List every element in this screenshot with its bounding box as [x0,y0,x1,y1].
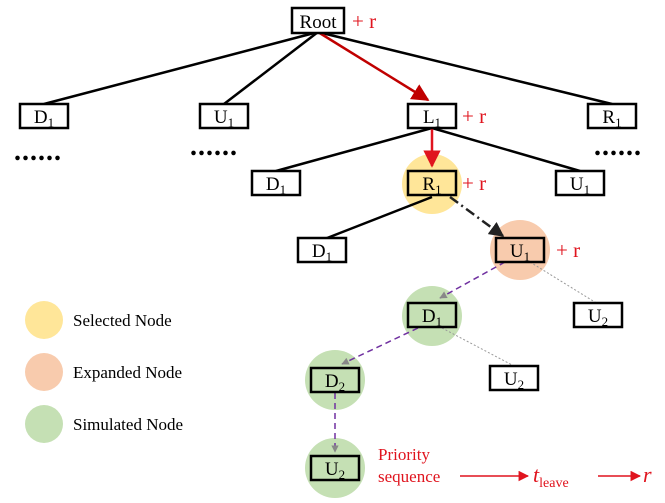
node-u2-level5: U2 [488,364,540,392]
legend-expanded-swatch [25,353,63,391]
svg-text:U1: U1 [570,174,590,197]
node-d1-top: D1 [18,102,70,130]
svg-text:U1: U1 [510,241,530,264]
node-r1-top: R1 [586,102,638,130]
svg-text:U2: U2 [504,369,524,392]
node-u1-level2: U1 [554,169,606,197]
edge-l1-d1 [275,126,433,173]
ellipsis-middle: ...... [190,131,238,162]
edge-d1-u2 [441,327,515,367]
edge-d1-d2-sim [341,327,419,365]
edge-r1-d1 [321,195,433,242]
legend-simulated-swatch [25,405,63,443]
svg-text:R1: R1 [602,107,621,130]
reward-r1: + r [462,171,486,195]
node-d2-simulated: D2 [309,366,361,394]
edge-root-l1-arrow [317,30,430,102]
node-u1-expanded: U1 [494,236,546,264]
priority-sequence-line1: Priority [378,445,430,464]
edge-root-d1 [43,30,319,106]
edge-r1-u1-arrow [449,195,505,238]
legend-selected-swatch [25,301,63,339]
svg-text:D1: D1 [266,174,286,197]
node-u2-simulated: U2 [309,454,361,482]
node-r1-selected: R1 [406,169,458,197]
legend-simulated-label: Simulated Node [73,415,183,434]
ellipsis-right: ...... [594,131,642,162]
svg-text:L1: L1 [423,107,441,130]
legend-selected-label: Selected Node [73,311,172,330]
svg-text:U2: U2 [588,306,608,329]
edge-root-r1 [317,30,613,106]
reward-l1: + r [462,104,486,128]
node-u1-top: U1 [198,102,250,130]
node-d1-simulated: D1 [406,301,458,329]
svg-text:D1: D1 [422,306,442,329]
svg-text:U1: U1 [214,107,234,130]
edge-root-u1 [223,31,319,105]
node-d1-level2: D1 [250,169,302,197]
edge-l1-u1 [431,126,581,173]
node-root-label: Root [300,12,338,33]
svg-text:D1: D1 [34,107,54,130]
node-u2-level4: U2 [572,301,624,329]
svg-text:R1: R1 [422,174,441,197]
priority-sequence-line2: sequence [378,467,440,486]
reward-u1: + r [556,238,580,262]
node-root: Root [290,6,346,35]
r-label: r [643,462,652,487]
legend: Selected Node Expanded Node Simulated No… [25,301,183,443]
node-l1: L1 [406,102,458,130]
svg-text:D1: D1 [312,241,332,264]
svg-text:D2: D2 [325,371,345,394]
reward-root: + r [352,9,376,33]
legend-expanded-label: Expanded Node [73,363,182,382]
node-d1-level3: D1 [296,236,348,264]
edge-u1-d1-sim [439,261,506,299]
t-leave-label: tleave [533,462,569,491]
edge-u1-u2 [529,261,599,305]
svg-text:U2: U2 [325,459,345,482]
ellipsis-left: ...... [14,136,62,167]
